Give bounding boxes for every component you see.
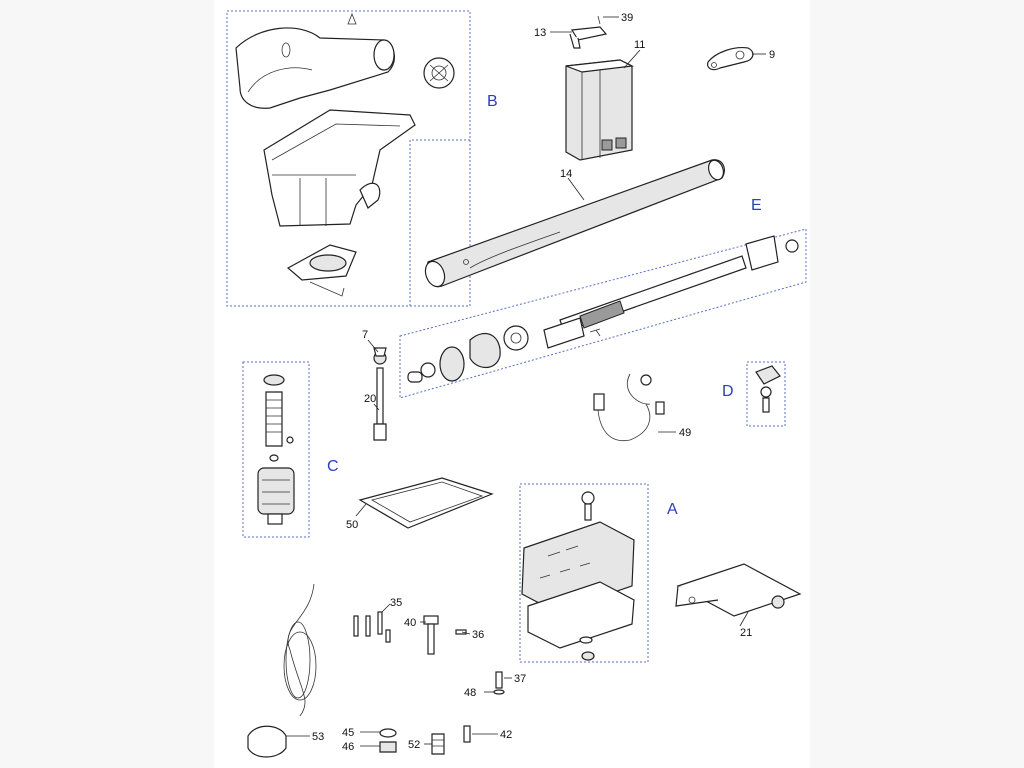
cover-shell: [235, 12, 395, 109]
group-label-a: A: [667, 501, 678, 518]
part-number-37: 37: [514, 673, 526, 685]
screw-36: [455, 629, 467, 635]
group-label-b: B: [487, 93, 498, 110]
cable-49: [593, 373, 665, 442]
housing-base: [263, 109, 416, 227]
part-number-52: 52: [408, 739, 420, 751]
leader-lines: [286, 16, 766, 747]
key-9: [707, 47, 754, 71]
group-e-outline: [399, 228, 807, 399]
part-number-7: 7: [362, 329, 368, 341]
diagram-canvas: 39 13 11 9 14 7 20 49 50 35 40 36 37 48 …: [226, 10, 807, 758]
part-number-21: 21: [740, 627, 752, 639]
part-number-42: 42: [500, 729, 512, 741]
exploded-parts-diagram: 39 13 11 9 14 7 20 49 50 35 40 36 37 48 …: [214, 0, 810, 768]
bolt-40: [423, 615, 439, 655]
group-b-step: [409, 139, 470, 306]
power-cable-53: [247, 583, 317, 758]
screw-37-washer-48: [493, 671, 505, 695]
left-margin: [0, 0, 214, 768]
part-number-49: 49: [679, 427, 691, 439]
group-c-outline: [242, 361, 310, 538]
part-number-9: 9: [769, 49, 775, 61]
group-label-c: C: [327, 458, 339, 475]
part-number-36: 36: [472, 629, 484, 641]
bracket-13: [569, 15, 608, 49]
part-number-46: 46: [342, 741, 354, 753]
end-cap-gear: [423, 57, 455, 89]
part-number-39: 39: [621, 12, 633, 24]
part-number-14: 14: [560, 168, 572, 180]
part-number-13: 13: [534, 27, 546, 39]
screws-35: [353, 611, 391, 643]
group-label-d: D: [722, 383, 734, 400]
battery-11: [565, 59, 635, 161]
bracket-set-a: [521, 491, 635, 661]
part-52: [431, 733, 445, 755]
part-number-48: 48: [464, 687, 476, 699]
part-number-53: 53: [312, 731, 324, 743]
washer-45: [379, 728, 397, 738]
base-plate: [286, 244, 357, 297]
shaft-7-20: [373, 347, 387, 441]
part-number-50: 50: [346, 519, 358, 531]
part-number-20: 20: [364, 393, 376, 405]
tube-14: [424, 159, 725, 288]
part-number-11: 11: [634, 39, 645, 51]
part-number-45: 45: [342, 727, 354, 739]
spindle-assembly: [407, 235, 799, 383]
right-margin: [810, 0, 1024, 768]
group-b-outline: [226, 10, 471, 307]
group-label-e: E: [751, 197, 762, 214]
motor-assembly: [257, 374, 295, 525]
fastener-set-d: [755, 365, 781, 413]
part-number-35: 35: [390, 597, 402, 609]
bracket-21: [675, 563, 802, 617]
nut-46: [379, 741, 397, 753]
group-d-outline: [746, 361, 786, 427]
part-number-40: 40: [404, 617, 416, 629]
group-a-outline: [519, 483, 649, 663]
screw-42: [463, 725, 471, 743]
gasket-50: [358, 477, 494, 529]
